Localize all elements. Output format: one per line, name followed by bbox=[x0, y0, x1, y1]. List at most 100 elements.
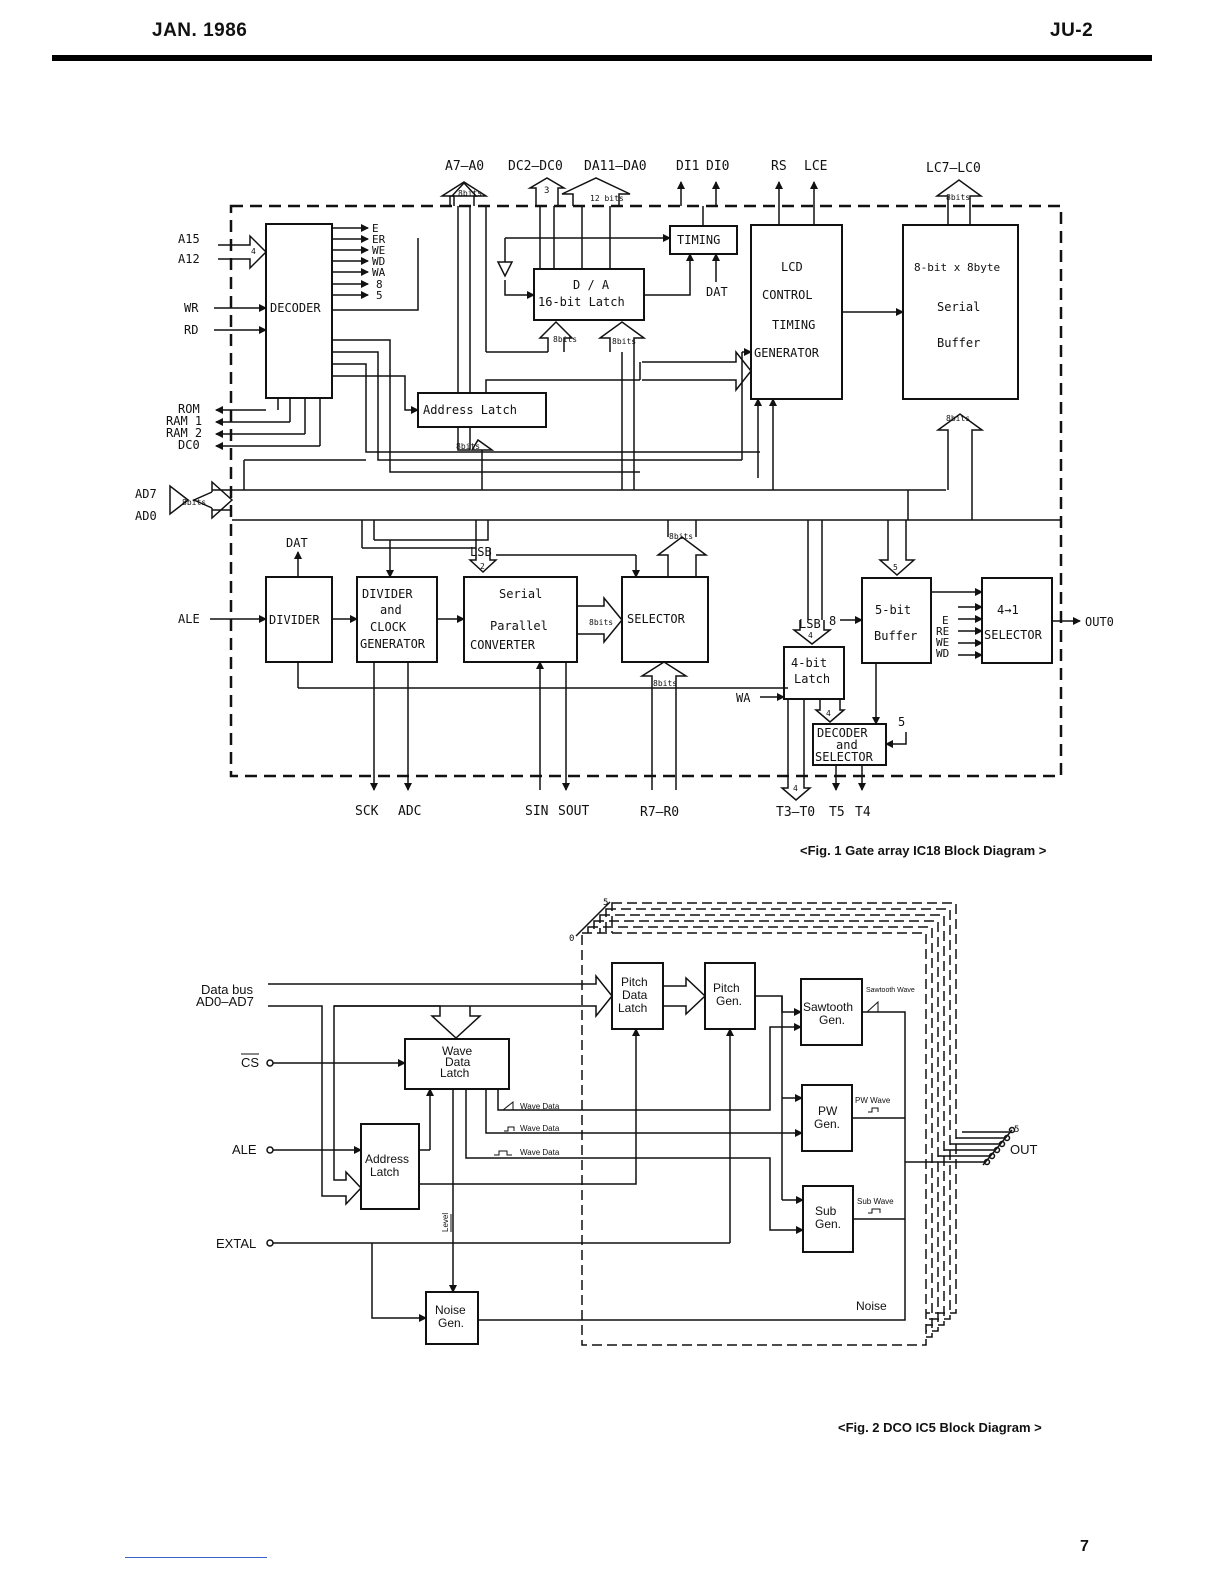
lcd-label-4: GENERATOR bbox=[754, 346, 820, 360]
out-label: OUT bbox=[1010, 1142, 1038, 1157]
stack-label-5: 5 bbox=[603, 898, 608, 908]
dc-label-3: CLOCK bbox=[370, 620, 407, 634]
buf-re: RE bbox=[936, 625, 949, 638]
sb-label-3: Buffer bbox=[937, 336, 980, 350]
sig-adc: ADC bbox=[398, 804, 421, 819]
w-4c: 4 bbox=[826, 709, 831, 718]
pl-label-2: Data bbox=[622, 988, 648, 1002]
sig-ram2: RAM 2 bbox=[166, 426, 202, 440]
sig-wr: WR bbox=[184, 301, 199, 315]
w-8bits-d: 8bits bbox=[612, 337, 636, 346]
w-8bits-ad: 8bits bbox=[182, 498, 206, 507]
w-8bits-a: 8bits bbox=[458, 189, 482, 198]
pw-label-1: PW bbox=[818, 1104, 838, 1118]
wd-label-1: Wave Data bbox=[520, 1102, 560, 1111]
da-label-2: 16-bit Latch bbox=[538, 295, 625, 309]
gl-pw: PW Wave bbox=[855, 1096, 891, 1105]
w-8bits-i: 8bits bbox=[653, 679, 677, 688]
da-label-1: D / A bbox=[573, 278, 610, 292]
dec-8: 8 bbox=[376, 278, 383, 291]
w-5: 5 bbox=[893, 563, 898, 572]
sig-t3t0: T3–T0 bbox=[776, 805, 815, 820]
fig1-caption: <Fig. 1 Gate array IC18 Block Diagram > bbox=[800, 843, 1047, 858]
sig-a12: A12 bbox=[178, 252, 200, 266]
dat-label-2: DAT bbox=[286, 536, 308, 550]
latch4-block bbox=[783, 646, 845, 700]
w-8bits-c: 8bits bbox=[553, 335, 577, 344]
header-date: JAN. 1986 bbox=[152, 20, 248, 41]
sig-a7a0: A7–A0 bbox=[445, 159, 484, 174]
sg-label-2: Gen. bbox=[819, 1013, 845, 1027]
dec-5: 5 bbox=[376, 289, 383, 302]
sp-label-1: Serial bbox=[499, 587, 542, 601]
sig-out0: OUT0 bbox=[1085, 615, 1114, 629]
header-code: JU-2 bbox=[1050, 20, 1094, 41]
pl-label-3: Latch bbox=[618, 1001, 647, 1015]
w-3: 3 bbox=[544, 186, 549, 196]
lcd-label-3: TIMING bbox=[772, 318, 815, 332]
dec-we: WE bbox=[372, 244, 385, 257]
sig-rd: RD bbox=[184, 323, 198, 337]
w-8bits-b: 8bits bbox=[946, 193, 970, 202]
wa-label: WA bbox=[736, 691, 751, 705]
sub-label-2: Gen. bbox=[815, 1217, 841, 1231]
sig-di0: DI0 bbox=[706, 159, 729, 174]
cs-label: CS bbox=[241, 1055, 259, 1070]
stack-label-5b: 5 bbox=[1014, 1125, 1019, 1135]
fig2-caption: <Fig. 2 DCO IC5 Block Diagram > bbox=[838, 1420, 1042, 1435]
noise-label: Noise bbox=[856, 1299, 887, 1313]
ng-label-2: Gen. bbox=[438, 1316, 464, 1330]
divider-label: DIVIDER bbox=[269, 613, 320, 627]
decsel-label-2: and bbox=[836, 738, 858, 752]
sig-sout: SOUT bbox=[558, 804, 589, 819]
extal-label: EXTAL bbox=[216, 1236, 256, 1251]
channel-box-5 bbox=[611, 902, 957, 1314]
f2al-label-2: Latch bbox=[370, 1165, 399, 1179]
f2-addr-latch-block bbox=[360, 1123, 420, 1210]
w-4b: 4 bbox=[808, 631, 813, 640]
sig-dc2dc0: DC2–DC0 bbox=[508, 159, 563, 174]
sp-label-2: Parallel bbox=[490, 619, 548, 633]
selector-label: SELECTOR bbox=[627, 612, 686, 626]
sb-label-2: Serial bbox=[937, 300, 980, 314]
sig-sck: SCK bbox=[355, 804, 379, 819]
sb-label-1: 8-bit x 8byte bbox=[914, 261, 1000, 274]
level-label: Level bbox=[441, 1213, 450, 1232]
sig-lce: LCE bbox=[804, 159, 827, 174]
lsb-label-1: LSB bbox=[470, 545, 492, 559]
sig-a15: A15 bbox=[178, 232, 200, 246]
w-8bits-e: 8bits bbox=[946, 414, 970, 423]
sig-ad7: AD7 bbox=[135, 487, 157, 501]
wl-label-2: Data bbox=[445, 1055, 471, 1069]
sig-t4: T4 bbox=[855, 805, 871, 820]
w-4: 4 bbox=[251, 247, 256, 256]
timing-label: TIMING bbox=[677, 233, 720, 247]
sig-sin: SIN bbox=[525, 804, 548, 819]
sig-lc7lc0: LC7–LC0 bbox=[926, 161, 981, 176]
decsel-label-1: DECODER bbox=[817, 726, 868, 740]
sig-ad0: AD0 bbox=[135, 509, 157, 523]
dc-label-1: DIVIDER bbox=[362, 587, 413, 601]
sig-ale: ALE bbox=[178, 612, 200, 626]
page-number: 7 bbox=[1080, 1538, 1089, 1555]
stack-label-0: 0 bbox=[569, 934, 574, 944]
lcd-label-1: LCD bbox=[781, 260, 803, 274]
w-8: 8 bbox=[829, 614, 836, 628]
w-8bits-g: 8bits bbox=[589, 618, 613, 627]
sel41-label-2: SELECTOR bbox=[984, 628, 1043, 642]
buf-e: E bbox=[942, 614, 949, 627]
buf5-label-1: 5-bit bbox=[875, 603, 911, 617]
pg-label-1: Pitch bbox=[713, 981, 740, 995]
dc-label-4: GENERATOR bbox=[360, 637, 426, 651]
dc-label-2: and bbox=[380, 603, 402, 617]
channel-box-2 bbox=[593, 920, 939, 1332]
dec-er: ER bbox=[372, 233, 386, 246]
buf-we: WE bbox=[936, 636, 949, 649]
latch4-label-1: 4-bit bbox=[791, 656, 827, 670]
gl-sub: Sub Wave bbox=[857, 1197, 894, 1206]
lsb-label-2: LSB bbox=[799, 617, 821, 631]
wd-label-2: Wave Data bbox=[520, 1124, 560, 1133]
header-rule bbox=[52, 55, 1152, 61]
latch4-label-2: Latch bbox=[794, 672, 830, 686]
